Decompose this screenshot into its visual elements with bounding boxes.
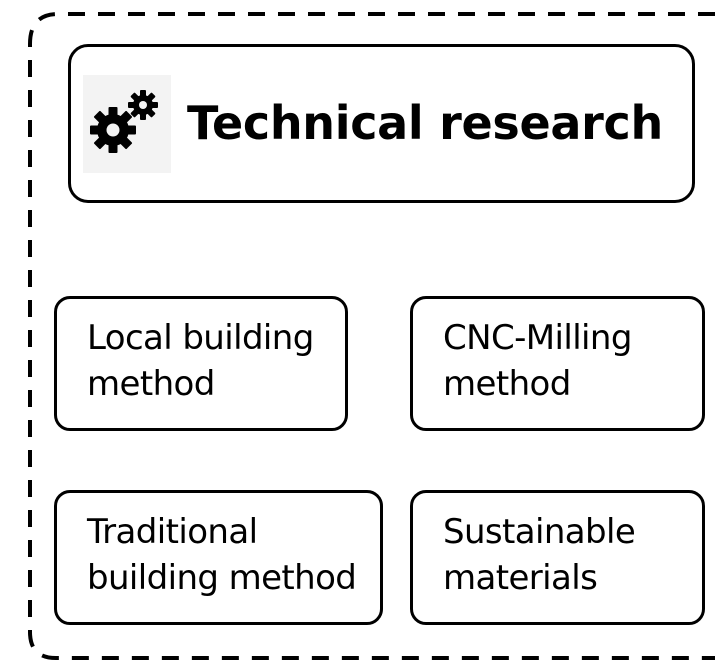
topic-box-traditional-building-method: Traditional building method — [54, 490, 383, 625]
topic-box-local-building-method: Local building method — [54, 296, 348, 431]
topic-label-line-1: Traditional — [87, 512, 258, 552]
topic-box-sustainable-materials: Sustainable materials — [410, 490, 705, 625]
gears-icon — [83, 75, 171, 173]
topic-label-line-1: CNC-Milling — [443, 318, 632, 358]
topic-label-line-2: method — [443, 364, 571, 404]
topic-box-cnc-milling-method: CNC-Milling method — [410, 296, 705, 431]
topic-label-line-1: Local building — [87, 318, 314, 358]
topic-label-line-2: materials — [443, 558, 598, 598]
diagram-title: Technical research — [187, 96, 663, 150]
title-box: Technical research — [68, 44, 695, 203]
topic-label-line-2: building method — [87, 558, 357, 598]
topic-label-line-2: method — [87, 364, 215, 404]
topic-label-line-1: Sustainable — [443, 512, 636, 552]
